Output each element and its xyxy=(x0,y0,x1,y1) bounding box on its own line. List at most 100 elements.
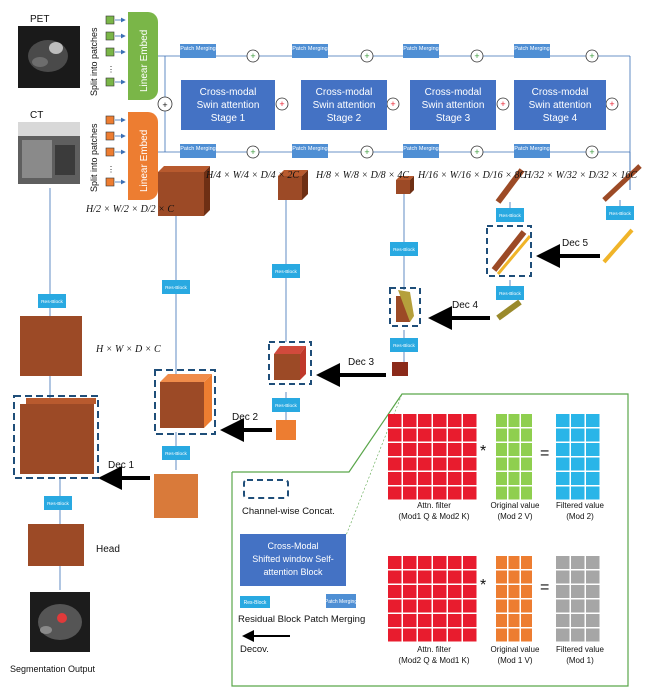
svg-text:(Mod1 Q & Mod2 K): (Mod1 Q & Mod2 K) xyxy=(398,512,469,521)
legend-pm-label: Patch Merging xyxy=(304,614,365,625)
feature-cube-level2 xyxy=(396,176,414,194)
svg-text:+: + xyxy=(474,51,479,61)
svg-text:(Mod 1 V): (Mod 1 V) xyxy=(497,656,532,665)
svg-text:+: + xyxy=(279,99,284,109)
ct-input: CT xyxy=(18,110,80,184)
svg-text:Patch Merging: Patch Merging xyxy=(292,146,327,152)
feature-bar-level3 xyxy=(495,168,525,204)
segmentation-output-image xyxy=(30,592,90,652)
svg-text:Res-Block: Res-Block xyxy=(275,403,297,409)
dec-3-label: Dec 3 xyxy=(348,357,375,368)
feature-cube-full xyxy=(20,316,82,376)
svg-text:+: + xyxy=(474,147,479,157)
concat-level3 xyxy=(389,287,421,327)
attention-filter-matrix-1 xyxy=(388,414,477,500)
svg-text:Patch Merging: Patch Merging xyxy=(514,46,549,52)
svg-text:Swin attention: Swin attention xyxy=(422,100,485,111)
stage-1-block: Cross-modal Swin attention Stage 1 xyxy=(181,80,275,130)
svg-text:(Mod 2 V): (Mod 2 V) xyxy=(497,512,532,521)
dec-output-blocks xyxy=(154,228,634,518)
svg-text:Res-Block: Res-Block xyxy=(609,211,631,217)
svg-text:Stage 2: Stage 2 xyxy=(327,113,362,124)
legend-pm-swatch: Patch Merging xyxy=(325,594,357,608)
head-label: Head xyxy=(96,544,120,555)
svg-text:Swin attention: Swin attention xyxy=(529,100,592,111)
svg-text:Res-Block: Res-Block xyxy=(244,600,267,606)
svg-text:Stage 4: Stage 4 xyxy=(543,113,578,124)
svg-text:+: + xyxy=(589,51,594,61)
svg-text:Cross-modal: Cross-modal xyxy=(316,87,373,98)
svg-text:Res-Block: Res-Block xyxy=(275,269,297,275)
value-matrix-2 xyxy=(496,556,532,642)
legend-attn-block: Cross-Modal Shifted window Self- attenti… xyxy=(240,534,346,586)
svg-text:+: + xyxy=(162,100,167,110)
value-1-label: Original value xyxy=(491,501,540,510)
multiply-sign-1: * xyxy=(480,443,486,460)
svg-text:Patch Merging: Patch Merging xyxy=(292,46,327,52)
feature-cube-level1 xyxy=(278,170,308,200)
dec-4-label: Dec 4 xyxy=(452,300,479,311)
filtered-1-label: Filtered value xyxy=(556,501,605,510)
svg-text:Cross-Modal: Cross-Modal xyxy=(267,541,318,551)
svg-text:Res-Block: Res-Block xyxy=(393,247,415,253)
svg-text:⋮: ⋮ xyxy=(107,165,115,174)
dim-level0: H/2 × W/2 × D/2 × C xyxy=(85,204,174,215)
svg-text:Patch Merging: Patch Merging xyxy=(180,46,215,52)
svg-text:Swin attention: Swin attention xyxy=(313,100,376,111)
ct-patches xyxy=(105,115,115,187)
svg-text:Linear Embed: Linear Embed xyxy=(139,130,150,192)
svg-text:+: + xyxy=(500,99,505,109)
filter-1-label: Attn. filter xyxy=(417,501,451,510)
value-2-label: Original value xyxy=(491,645,540,654)
concat-level1 xyxy=(154,369,216,435)
patch-merging-row-bottom xyxy=(180,144,550,158)
dim-level4: H/32 × W/32 × D/32 × 16C xyxy=(523,170,637,181)
svg-text:Patch Merging: Patch Merging xyxy=(180,146,215,152)
pet-input: PET xyxy=(18,14,80,88)
svg-text:Patch Merging: Patch Merging xyxy=(325,599,357,605)
svg-text:CT: CT xyxy=(30,110,43,121)
svg-text:Stage 3: Stage 3 xyxy=(436,113,471,124)
equals-sign-2: = xyxy=(540,579,549,596)
svg-text:Cross-modal: Cross-modal xyxy=(200,87,257,98)
svg-text:⋮: ⋮ xyxy=(107,65,115,74)
legend-res-swatch: Res-Block xyxy=(240,596,270,608)
svg-text:Swin attention: Swin attention xyxy=(197,100,260,111)
svg-text:Stage 1: Stage 1 xyxy=(211,113,246,124)
split-label-ct: Split into patches xyxy=(89,123,99,192)
svg-text:Res-Block: Res-Block xyxy=(165,451,187,457)
dec-1-label: Dec 1 xyxy=(108,460,135,471)
svg-text:Res-Block: Res-Block xyxy=(393,343,415,349)
pet-patches xyxy=(105,15,115,87)
svg-text:(Mod 1): (Mod 1) xyxy=(566,656,594,665)
svg-text:+: + xyxy=(250,51,255,61)
svg-text:+: + xyxy=(390,99,395,109)
svg-text:Shifted window Self-: Shifted window Self- xyxy=(252,554,334,564)
legend-residual-label: Residual Block xyxy=(238,614,301,625)
patch-merging-row-top xyxy=(180,44,550,58)
svg-text:Res-Block: Res-Block xyxy=(47,501,69,507)
svg-text:Res-Block: Res-Block xyxy=(499,213,521,219)
concat-level4 xyxy=(486,225,532,277)
svg-text:+: + xyxy=(364,51,369,61)
linear-embed-ct: Linear Embed xyxy=(128,112,158,200)
svg-text:Linear Embed: Linear Embed xyxy=(139,30,150,92)
multiply-sign-2: * xyxy=(480,577,486,594)
value-matrix-1 xyxy=(496,414,532,500)
filter-2-label: Attn. filter xyxy=(417,645,451,654)
svg-text:Patch Merging: Patch Merging xyxy=(403,146,438,152)
dim-level2: H/8 × W/8 × D/8 × 4C xyxy=(315,170,409,181)
svg-text:+: + xyxy=(589,147,594,157)
attention-grids xyxy=(388,414,600,642)
dim-level1: H/4 × W/4 × D/4 × 2C xyxy=(205,170,299,181)
head-block xyxy=(28,524,84,566)
add-nodes xyxy=(157,49,619,159)
concat-level0 xyxy=(13,395,99,479)
legend-decov-label: Decov. xyxy=(240,644,269,655)
split-label-pet: Split into patches xyxy=(89,27,99,96)
svg-text:Cross-modal: Cross-modal xyxy=(425,87,482,98)
filtered-matrix-2 xyxy=(556,556,600,642)
stage-2-block: Cross-modal Swin attention Stage 2 xyxy=(301,80,387,130)
res-blocks xyxy=(38,206,634,510)
